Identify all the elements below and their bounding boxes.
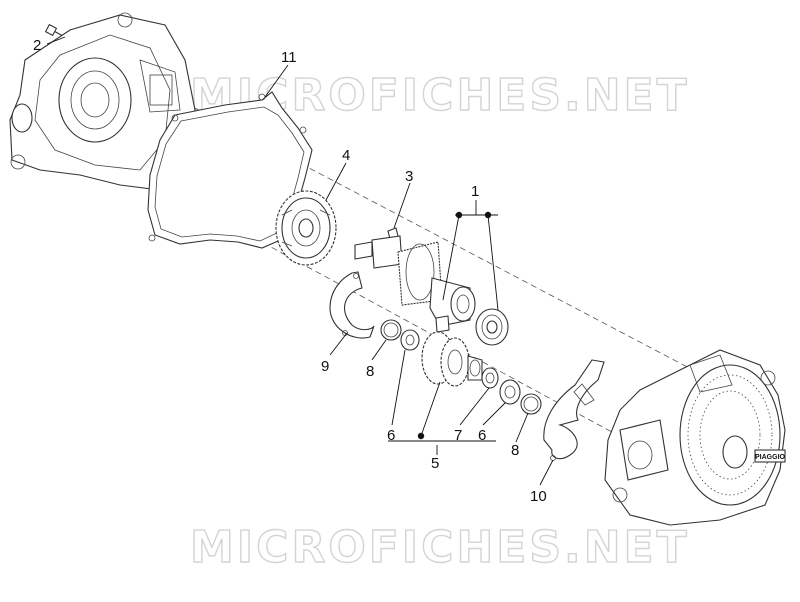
callout-3: 3 bbox=[405, 168, 413, 185]
circlip-part-8-left bbox=[380, 319, 402, 341]
leader-lines bbox=[46, 36, 554, 486]
watermark-bottom: MICROFICHES.NET bbox=[190, 522, 690, 573]
gear-part-4 bbox=[275, 190, 337, 266]
washer-part-7 bbox=[481, 367, 499, 389]
callout-8-left: 8 bbox=[366, 363, 374, 380]
needle-bearing-part-6-right bbox=[499, 379, 521, 405]
callout-2: 2 bbox=[33, 37, 41, 54]
set-marker-dot bbox=[455, 211, 463, 219]
callout-9: 9 bbox=[321, 358, 329, 375]
callout-11: 11 bbox=[281, 49, 297, 66]
callout-6-left: 6 bbox=[387, 427, 395, 444]
gasket-part-11 bbox=[147, 91, 313, 249]
shield-part-10 bbox=[543, 359, 605, 461]
callout-8-right: 8 bbox=[511, 442, 519, 459]
shield-part-9 bbox=[329, 271, 375, 339]
set-marker-dot bbox=[417, 432, 425, 440]
set-marker-dot bbox=[484, 211, 492, 219]
main-shaft-part-1 bbox=[354, 235, 476, 333]
needle-bearing-part-6-left bbox=[400, 329, 420, 351]
callout-7: 7 bbox=[454, 427, 462, 444]
callout-4: 4 bbox=[342, 147, 350, 164]
callout-5: 5 bbox=[431, 455, 439, 472]
bearing-part-1 bbox=[475, 308, 509, 346]
left-housing-cover bbox=[9, 12, 196, 193]
callout-6-right: 6 bbox=[478, 427, 486, 444]
right-engine-housing: PIAGGIO bbox=[604, 349, 786, 526]
housing-badge: PIAGGIO bbox=[755, 454, 786, 461]
intermediate-gear-part-5 bbox=[421, 331, 483, 387]
callout-10: 10 bbox=[530, 488, 547, 505]
circlip-part-8-right bbox=[520, 393, 542, 415]
callout-1: 1 bbox=[471, 183, 479, 200]
